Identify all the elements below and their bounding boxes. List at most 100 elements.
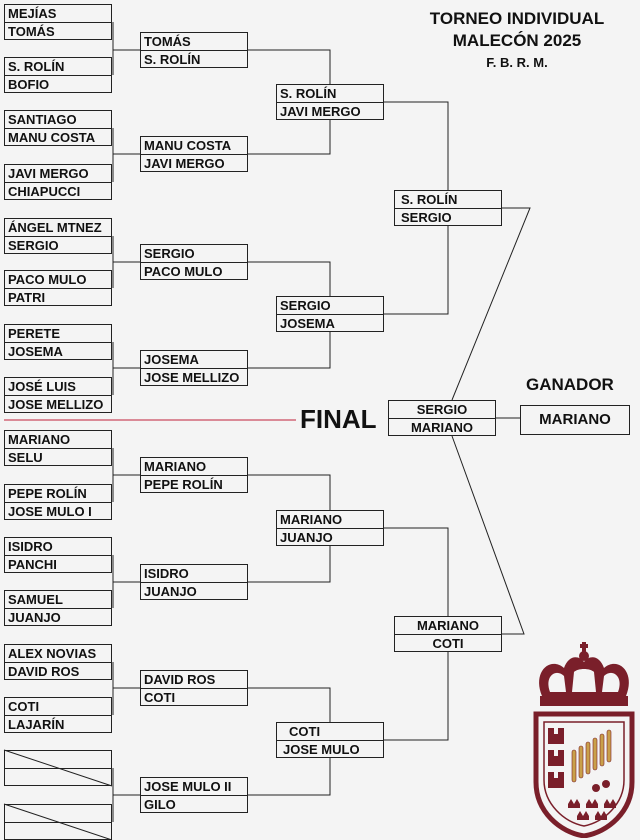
round2-match-3: SERGIO PACO MULO (140, 244, 248, 280)
winner-box: MARIANO (520, 405, 630, 435)
player: PANCHI (8, 557, 57, 572)
player: JOSE MELLIZO (144, 370, 240, 385)
round1-match-4: JAVI MERGO CHIAPUCCI (4, 164, 112, 200)
player: LAJARÍN (8, 717, 65, 732)
player: S. ROLÍN (395, 191, 501, 209)
player: JUANJO (8, 610, 61, 625)
title-line-3: F. B. R. M. (486, 55, 548, 70)
round1-match-15-empty (4, 750, 112, 786)
player: ISIDRO (141, 565, 247, 583)
tournament-title: TORNEO INDIVIDUAL MALECÓN 2025 F. B. R. … (400, 8, 634, 74)
player: DAVID ROS (141, 671, 247, 689)
player-empty (5, 823, 111, 840)
player: MARIANO (410, 420, 474, 435)
player: MANU COSTA (141, 137, 247, 155)
player: JOSEMA (280, 316, 335, 331)
player: MARIANO (5, 431, 111, 449)
round2-match-2: MANU COSTA JAVI MERGO (140, 136, 248, 172)
round1-match-10: PEPE ROLÍN JOSE MULO I (4, 484, 112, 520)
player: ÁNGEL MTNEZ (5, 219, 111, 237)
player: JOSE MULO (283, 742, 360, 757)
title-line-1: TORNEO INDIVIDUAL (429, 9, 605, 28)
player: JOSE MULO II (141, 778, 247, 796)
round1-match-3: SANTIAGO MANU COSTA (4, 110, 112, 146)
player: MARIANO (395, 617, 501, 635)
round2-match-1: TOMÁS S. ROLÍN (140, 32, 248, 68)
player: JOSEMA (141, 351, 247, 369)
round2-match-7: DAVID ROS COTI (140, 670, 248, 706)
round1-match-2: S. ROLÍN BOFIO (4, 57, 112, 93)
player: JUANJO (144, 584, 197, 599)
player: JAVI MERGO (144, 156, 225, 171)
region-crest-icon (533, 642, 635, 838)
round3-match-3: MARIANO JUANJO (276, 510, 384, 546)
player: MANU COSTA (8, 130, 96, 145)
round3-match-1: S. ROLÍN JAVI MERGO (276, 84, 384, 120)
player: JOSE MULO I (8, 504, 92, 519)
player: JAVI MERGO (5, 165, 111, 183)
round1-match-8: JOSÉ LUIS JOSE MELLIZO (4, 377, 112, 413)
player: SAMUEL (5, 591, 111, 609)
round1-match-1: MEJÍAS TOMÁS (4, 4, 112, 40)
player: JOSEMA (8, 344, 63, 359)
player: SERGIO (401, 210, 452, 225)
player: TOMÁS (141, 33, 247, 51)
round1-match-9: MARIANO SELU (4, 430, 112, 466)
player: PEPE ROLÍN (5, 485, 111, 503)
player: PATRI (8, 290, 46, 305)
player: PERETE (5, 325, 111, 343)
player: SERGIO (277, 297, 383, 315)
player: SERGIO (389, 401, 495, 419)
player: BOFIO (8, 77, 50, 92)
round1-match-12: SAMUEL JUANJO (4, 590, 112, 626)
round1-match-5: ÁNGEL MTNEZ SERGIO (4, 218, 112, 254)
player: SANTIAGO (5, 111, 111, 129)
player: ALEX NOVIAS (5, 645, 111, 663)
player: JOSE MELLIZO (8, 397, 104, 412)
round1-match-14: COTI LAJARÍN (4, 697, 112, 733)
round2-match-8: JOSE MULO II GILO (140, 777, 248, 813)
semifinal-1: S. ROLÍN SERGIO (394, 190, 502, 226)
final-label: FINAL (300, 404, 377, 434)
player-empty (5, 769, 111, 786)
player: COTI (432, 636, 464, 651)
final-match: SERGIO MARIANO (388, 400, 496, 436)
round1-match-7: PERETE JOSEMA (4, 324, 112, 360)
player: JUANJO (280, 530, 333, 545)
player: SERGIO (141, 245, 247, 263)
player: S. ROLÍN (144, 52, 201, 67)
title-line-2: MALECÓN 2025 (452, 31, 582, 50)
player: JAVI MERGO (280, 104, 361, 119)
round3-match-4: COTI JOSE MULO (276, 722, 384, 758)
player: MEJÍAS (5, 5, 111, 23)
player: PACO MULO (5, 271, 111, 289)
round1-match-11: ISIDRO PANCHI (4, 537, 112, 573)
player: COTI (5, 698, 111, 716)
round1-match-13: ALEX NOVIAS DAVID ROS (4, 644, 112, 680)
round1-match-16-empty (4, 804, 112, 840)
player: PACO MULO (144, 264, 223, 279)
player: PEPE ROLÍN (144, 477, 223, 492)
winner-label: GANADOR (526, 375, 614, 394)
player: TOMÁS (8, 24, 55, 39)
player: SERGIO (8, 238, 59, 253)
round2-match-4: JOSEMA JOSE MELLIZO (140, 350, 248, 386)
round2-match-5: MARIANO PEPE ROLÍN (140, 457, 248, 493)
player-empty (5, 751, 111, 769)
player: JOSÉ LUIS (5, 378, 111, 396)
player: SELU (8, 450, 43, 465)
semifinal-2: MARIANO COTI (394, 616, 502, 652)
round3-match-2: SERGIO JOSEMA (276, 296, 384, 332)
player-empty (5, 805, 111, 823)
player: COTI (277, 723, 383, 741)
round2-match-6: ISIDRO JUANJO (140, 564, 248, 600)
player: GILO (144, 797, 176, 812)
player: MARIANO (277, 511, 383, 529)
round1-match-6: PACO MULO PATRI (4, 270, 112, 306)
player: MARIANO (141, 458, 247, 476)
player: CHIAPUCCI (8, 184, 81, 199)
player: COTI (144, 690, 176, 705)
player: S. ROLÍN (277, 85, 383, 103)
player: DAVID ROS (8, 664, 80, 679)
